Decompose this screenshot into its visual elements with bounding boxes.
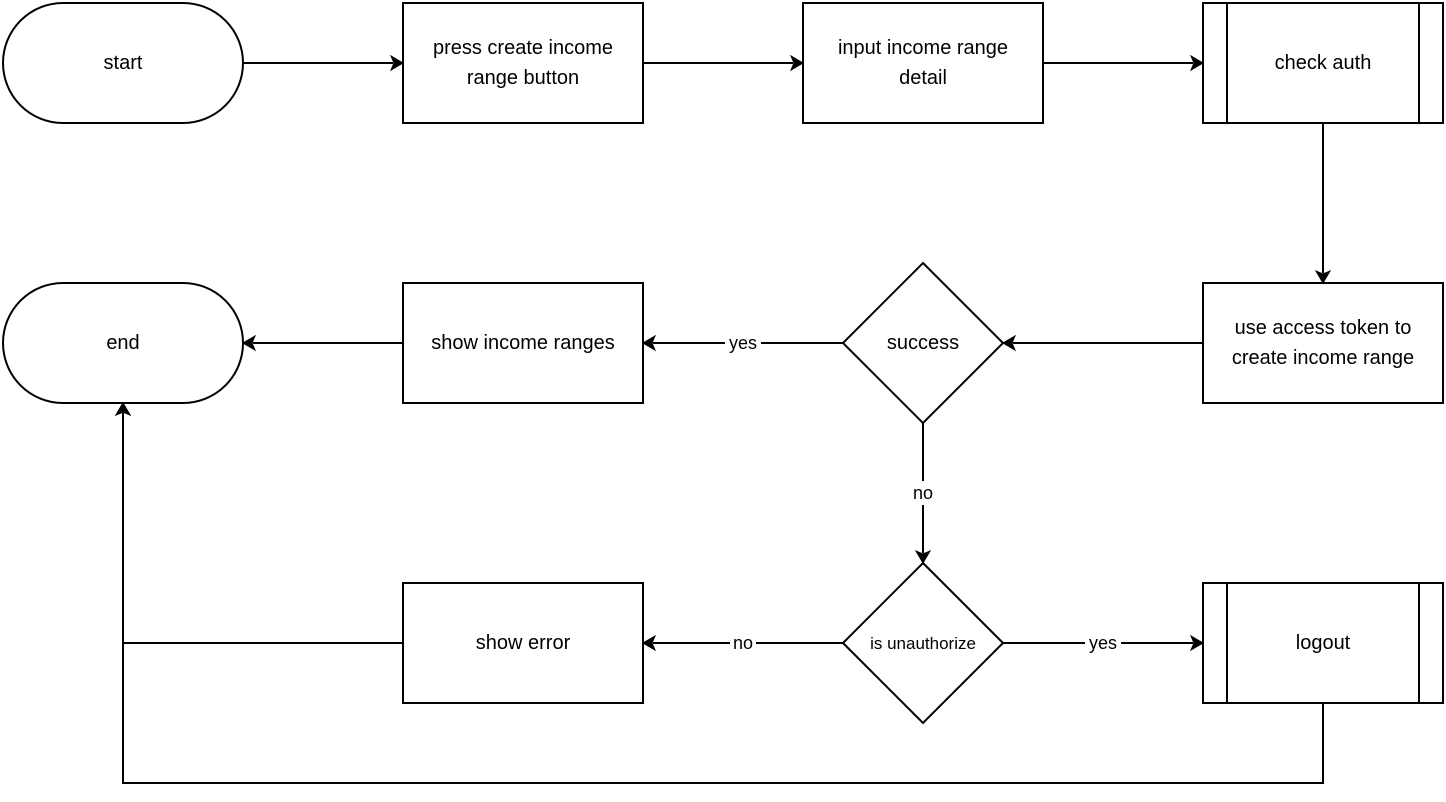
edge-press-create-to-input-detail xyxy=(643,54,804,72)
edge-label-text: yes xyxy=(729,333,757,353)
node-label: end xyxy=(106,332,139,354)
edge-input-detail-to-check-auth xyxy=(1043,54,1204,72)
edge-label-text: no xyxy=(733,633,753,653)
process-shape xyxy=(402,282,644,404)
edge-start-to-press-create xyxy=(243,54,404,72)
node-check-auth: check auth xyxy=(1202,2,1444,124)
process-shape xyxy=(402,582,644,704)
process-shape xyxy=(402,2,644,124)
node-label: show error xyxy=(476,632,571,654)
node-end: end xyxy=(2,282,244,404)
arrowhead xyxy=(242,334,257,352)
subprocess-shape xyxy=(1202,582,1444,704)
terminator-shape xyxy=(2,282,244,404)
edge-show-ranges-to-end xyxy=(242,334,403,352)
arrowhead xyxy=(789,54,804,72)
node-start: start xyxy=(2,2,244,124)
node-show-error: show error xyxy=(402,582,644,704)
arrowhead xyxy=(1189,54,1204,72)
arrowhead xyxy=(389,54,404,72)
process-shape xyxy=(1202,282,1444,404)
edge-label-text: no xyxy=(913,483,933,503)
node-is-unauthorize: is unauthorize xyxy=(841,561,1005,725)
edge-labels-layer: yes no no yes xyxy=(725,331,1121,655)
subprocess-shape xyxy=(1202,2,1444,124)
edge-label-no: no xyxy=(910,481,936,505)
arrowhead xyxy=(1002,334,1017,352)
edge-logout-to-end xyxy=(114,402,1324,784)
edge-show-error-to-end xyxy=(114,402,403,644)
node-label: show income ranges xyxy=(431,332,614,354)
terminator-shape xyxy=(2,2,244,124)
node-label: success xyxy=(887,332,959,354)
edge-use-token-to-success xyxy=(1002,334,1203,352)
edge-label-text: yes xyxy=(1089,633,1117,653)
node-label: logout xyxy=(1296,632,1351,654)
edge-label-yes: yes xyxy=(725,331,761,355)
connector-line xyxy=(122,413,1324,784)
arrowhead xyxy=(1314,269,1332,284)
connector-line xyxy=(122,413,403,644)
node-logout: logout xyxy=(1202,582,1444,704)
edges-layer xyxy=(114,54,1332,784)
decision-shape xyxy=(841,561,1005,725)
decision-shape xyxy=(841,261,1005,425)
edge-check-auth-to-use-token xyxy=(1314,123,1332,284)
arrowhead xyxy=(114,402,132,417)
node-success: success xyxy=(841,261,1005,425)
edge-label-yes: yes xyxy=(1085,631,1121,655)
arrowhead xyxy=(642,334,657,352)
edge-label-no: no xyxy=(730,631,756,655)
arrowhead xyxy=(1189,634,1204,652)
node-label: check auth xyxy=(1275,52,1372,74)
process-shape xyxy=(802,2,1044,124)
arrowhead xyxy=(642,634,657,652)
node-label: is unauthorize xyxy=(870,634,976,653)
node-label: start xyxy=(104,52,143,74)
node-show-ranges: show income ranges xyxy=(402,282,644,404)
arrowhead xyxy=(914,549,932,564)
